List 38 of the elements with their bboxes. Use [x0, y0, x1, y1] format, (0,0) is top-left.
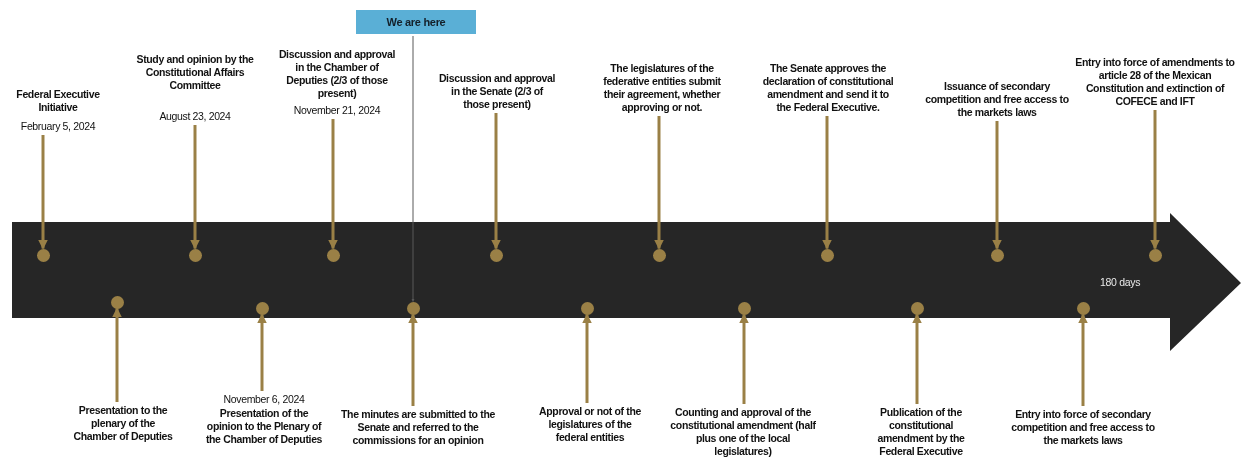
- event-label: Study and opinion by the Constitutional Affairs Committee: [135, 53, 255, 92]
- arrow: [38, 135, 48, 250]
- arrow: [408, 313, 418, 406]
- date-label: November 21, 2024: [292, 104, 382, 117]
- event-label: Counting and approval of the constitutional amendment (half plus one of the local legislatures): [670, 406, 816, 458]
- arrow: [822, 116, 832, 250]
- event-label: Discussion and approval in the Senate (2/3 of those present): [438, 72, 556, 111]
- date-label: November 6, 2024: [222, 393, 306, 406]
- arrow: [328, 119, 338, 250]
- event-label: The Senate approves the declaration of constitutional amendment and send it to the Federal Executive.: [761, 62, 895, 114]
- event-label: Discussion and approval in the Chamber of Deputies (2/3 of those present): [278, 48, 396, 100]
- arrow: [411, 35, 415, 302]
- timeline-arrow: [12, 213, 1241, 351]
- event-label: Federal Executive Initiative: [15, 88, 101, 114]
- arrow: [1150, 110, 1160, 250]
- date-label: February 5, 2024: [19, 120, 97, 133]
- arrow: [190, 125, 200, 250]
- duration-label: 180 days: [1100, 276, 1141, 288]
- marker-box: We are here: [356, 10, 476, 34]
- event-label: Approval or not of the legislatures of the federal entities: [538, 405, 642, 444]
- event-label: Entry into force of secondary competition and free access to the markets laws: [1010, 408, 1156, 447]
- event-label: Publication of the constitutional amendment by the Federal Executive: [876, 406, 966, 458]
- arrow: [1078, 313, 1088, 406]
- event-label: Entry into force of amendments to article 28 of the Mexican Constitution and extinction of COFECE and IFT: [1075, 56, 1235, 108]
- date-label: August 23, 2024: [158, 110, 232, 123]
- event-label: The minutes are submitted to the Senate and referred to the commissions for an opinion: [340, 408, 496, 447]
- arrow: [112, 307, 122, 402]
- arrow: [654, 116, 664, 250]
- arrow: [912, 313, 922, 404]
- arrow: [739, 313, 749, 404]
- event-label: The legislatures of the federative entities submit their agreement, whether approving or not.: [602, 62, 722, 114]
- arrow: [257, 313, 267, 391]
- arrow: [582, 313, 592, 403]
- event-label: Presentation to the plenary of the Chamber of Deputies: [72, 404, 174, 443]
- event-label: Issuance of secondary competition and free access to the markets laws: [924, 80, 1070, 119]
- event-label: Presentation of the opinion to the Plenary of the Chamber of Deputies: [204, 407, 324, 446]
- arrow: [491, 113, 501, 250]
- arrow: [992, 121, 1002, 250]
